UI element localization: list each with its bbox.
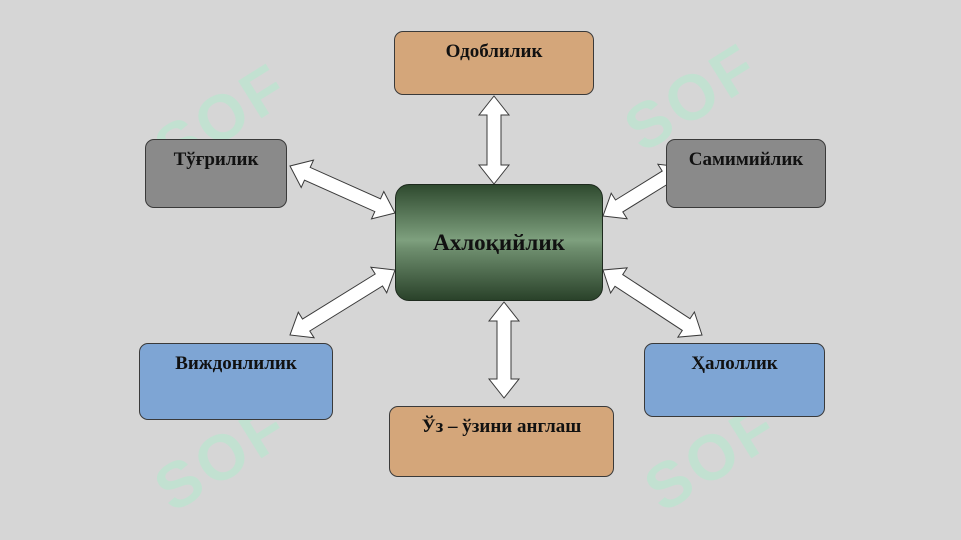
node-label: Ўз – ўзини англаш — [421, 416, 582, 437]
node-label: Виждонлилик — [175, 353, 297, 374]
arrow-center-top — [477, 95, 511, 185]
arrow-center-bottom — [487, 301, 521, 399]
node-tugrilik: Тўғрилик — [145, 139, 287, 208]
node-label: Одоблилик — [445, 41, 543, 62]
node-samimiylik: Самимийлик — [666, 139, 826, 208]
node-vijdonlilik: Виждонлилик — [139, 343, 333, 420]
node-label: Тўғрилик — [173, 149, 259, 170]
arrow-center-left-bottom — [289, 266, 396, 339]
arrow-center-right-bottom — [602, 267, 703, 338]
arrow-center-left-top — [289, 159, 396, 220]
node-uz-uzini-anglash: Ўз – ўзини англаш — [389, 406, 614, 477]
node-odoblilik: Одоблилик — [394, 31, 594, 95]
center-node-axloqiylik: Ахлоқийлик — [395, 184, 603, 301]
node-label: Самимийлик — [688, 149, 804, 170]
center-label: Ахлоқийлик — [433, 229, 565, 255]
node-label: Ҳалоллик — [691, 353, 778, 374]
node-halollik: Ҳалоллик — [644, 343, 825, 417]
